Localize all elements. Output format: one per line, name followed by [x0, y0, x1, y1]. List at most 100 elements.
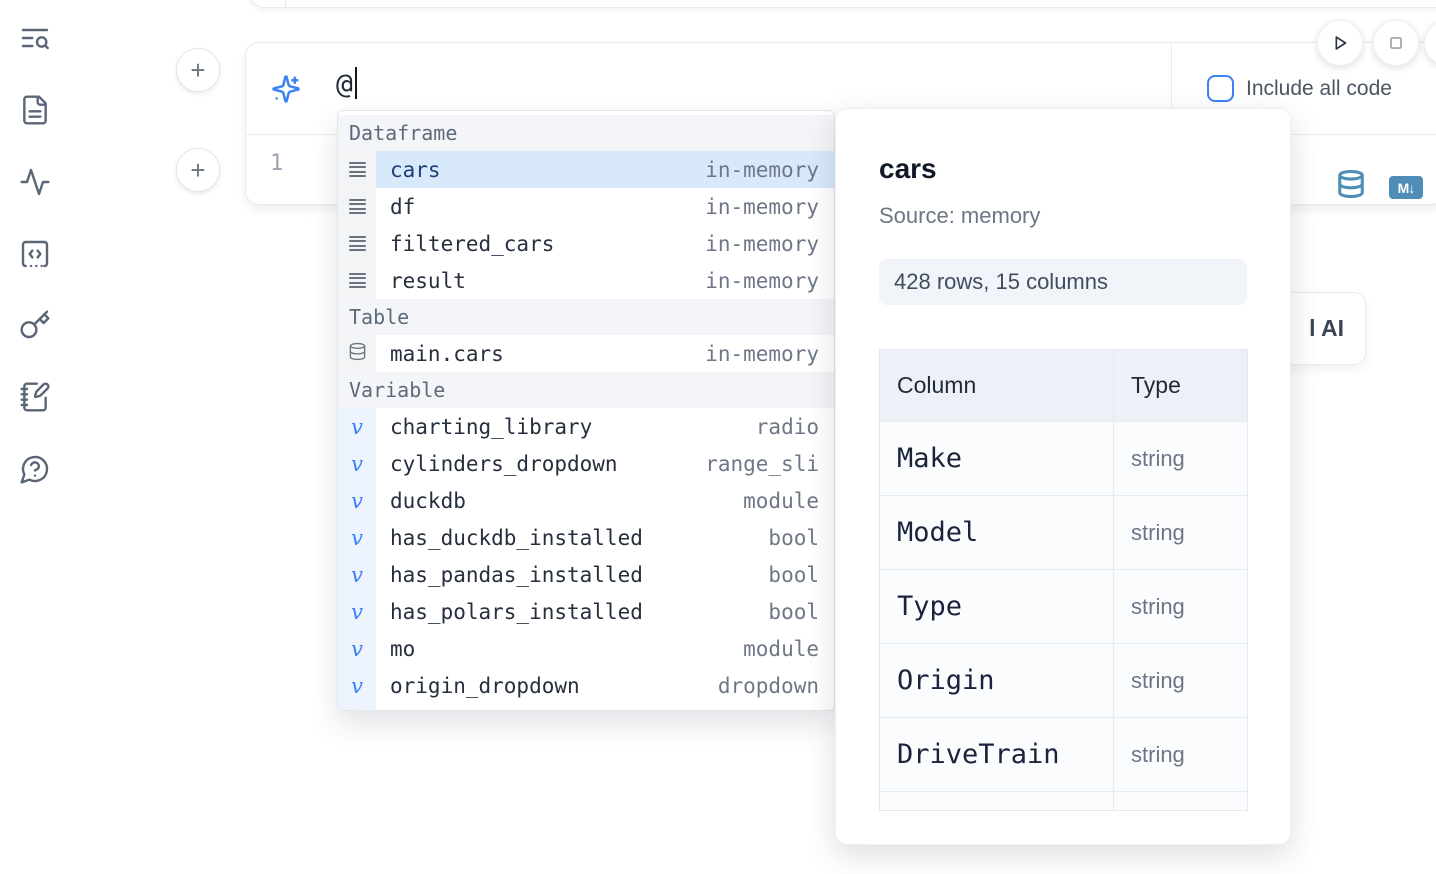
item-name: has_polars_installed	[390, 599, 643, 624]
preview-schema-table: Column Type Make string Model string Typ…	[879, 349, 1248, 811]
item-type: in-memory	[705, 231, 819, 256]
variable-icon: v	[351, 525, 363, 550]
column-type: string	[1131, 667, 1185, 693]
code-snippets-icon[interactable]	[19, 238, 51, 270]
variable-icon: v	[351, 673, 363, 698]
preview-shape-badge: 428 rows, 15 columns	[879, 259, 1247, 305]
schema-header-row: Column Type	[880, 350, 1247, 421]
key-icon[interactable]	[19, 309, 51, 341]
autocomplete-item-has-pandas-installed[interactable]: v has_pandas_installed bool	[338, 556, 834, 593]
activity-icon[interactable]	[19, 166, 51, 198]
item-type: in-memory	[705, 157, 819, 182]
column-type: string	[1131, 519, 1185, 545]
variable-icon: v	[351, 562, 363, 587]
scratchpad-icon[interactable]	[19, 381, 51, 413]
item-name: origin_dropdown	[390, 673, 580, 698]
table-database-icon	[348, 342, 367, 366]
text-caret	[354, 67, 358, 99]
variable-icon: v	[351, 488, 363, 513]
sparkles-ai-icon	[271, 74, 301, 104]
stop-button[interactable]	[1373, 20, 1419, 66]
add-cell-above-button[interactable]: +	[176, 48, 220, 92]
autocomplete-item-charting-library[interactable]: v charting_library radio	[338, 408, 834, 445]
item-name: main.cars	[390, 341, 504, 366]
item-name: df	[390, 194, 416, 219]
section-header-dataframe: Dataframe	[338, 115, 834, 151]
file-text-icon[interactable]	[19, 94, 51, 126]
add-cell-below-button[interactable]: +	[176, 148, 220, 192]
markdown-icon[interactable]: M↓	[1389, 176, 1423, 199]
type-header: Type	[1131, 372, 1181, 398]
section-header-variable: Variable	[338, 372, 834, 408]
previous-cell-fragment	[250, 0, 1436, 9]
item-name: result	[390, 268, 466, 293]
autocomplete-item-partial[interactable]: v pd module	[338, 704, 834, 712]
dataframe-icon	[348, 272, 366, 289]
include-all-code-label: Include all code	[1246, 76, 1392, 100]
item-type: module	[743, 711, 819, 712]
code-editor-row[interactable]: 1 M↓	[246, 135, 1436, 205]
column-header: Column	[897, 372, 977, 398]
schema-row-model: Model string	[880, 495, 1247, 569]
column-type: string	[1131, 741, 1185, 767]
run-cell-button[interactable]	[1317, 20, 1363, 66]
section-header-table: Table	[338, 299, 834, 335]
variable-icon: v	[351, 711, 363, 712]
item-type: dropdown	[717, 673, 819, 698]
dataframe-icon	[348, 235, 366, 252]
line-number: 1	[270, 151, 284, 176]
autocomplete-item-has-duckdb-installed[interactable]: v has_duckdb_installed bool	[338, 519, 834, 556]
item-name: filtered_cars	[390, 231, 555, 256]
dataframe-preview-panel: cars Source: memory 428 rows, 15 columns…	[835, 108, 1291, 845]
database-icon[interactable]	[1336, 169, 1366, 199]
sidebar	[0, 0, 70, 874]
ai-prompt-value: @	[336, 67, 353, 100]
autocomplete-item-main-cars[interactable]: main.cars in-memory	[338, 335, 834, 372]
autocomplete-item-df[interactable]: df in-memory	[338, 188, 834, 225]
schema-row-origin: Origin string	[880, 643, 1247, 717]
column-type: string	[1131, 593, 1185, 619]
item-type: in-memory	[705, 194, 819, 219]
item-name: duckdb	[390, 488, 466, 513]
help-chat-icon[interactable]	[19, 453, 51, 485]
include-all-code-checkbox[interactable]	[1207, 75, 1234, 102]
column-name: DriveTrain	[897, 739, 1060, 770]
item-type: bool	[768, 525, 819, 550]
ai-row-divider	[1171, 43, 1172, 134]
variable-icon: v	[351, 451, 363, 476]
autocomplete-item-mo[interactable]: v mo module	[338, 630, 834, 667]
schema-row-partial	[880, 791, 1247, 810]
column-type: string	[1131, 445, 1185, 471]
item-name: has_pandas_installed	[390, 562, 643, 587]
autocomplete-dropdown: Dataframe cars in-memory df in-memory filt…	[337, 110, 835, 711]
item-type: radio	[755, 414, 819, 439]
variable-icon: v	[351, 636, 363, 661]
text-search-icon[interactable]	[19, 22, 51, 54]
schema-row-make: Make string	[880, 421, 1247, 495]
autocomplete-item-cars[interactable]: cars in-memory	[338, 151, 834, 188]
item-name: cars	[390, 157, 441, 182]
schema-row-type: Type string	[880, 569, 1247, 643]
item-name: pd	[390, 711, 415, 712]
autocomplete-item-origin-dropdown[interactable]: v origin_dropdown dropdown	[338, 667, 834, 704]
autocomplete-item-filtered-cars[interactable]: filtered_cars in-memory	[338, 225, 834, 262]
item-type: module	[743, 636, 819, 661]
ai-prompt-input[interactable]: @	[336, 67, 358, 100]
dataframe-icon	[348, 198, 366, 215]
item-type: bool	[768, 599, 819, 624]
schema-row-drivetrain: DriveTrain string	[880, 717, 1247, 791]
item-type: bool	[768, 562, 819, 587]
preview-source: Source: memory	[879, 203, 1041, 228]
item-name: charting_library	[390, 414, 593, 439]
item-name: has_duckdb_installed	[390, 525, 643, 550]
item-type: in-memory	[705, 341, 819, 366]
variable-icon: v	[351, 414, 363, 439]
item-type: range_sli	[705, 451, 819, 476]
item-name: mo	[390, 636, 416, 661]
previous-cell-divider	[285, 0, 286, 9]
